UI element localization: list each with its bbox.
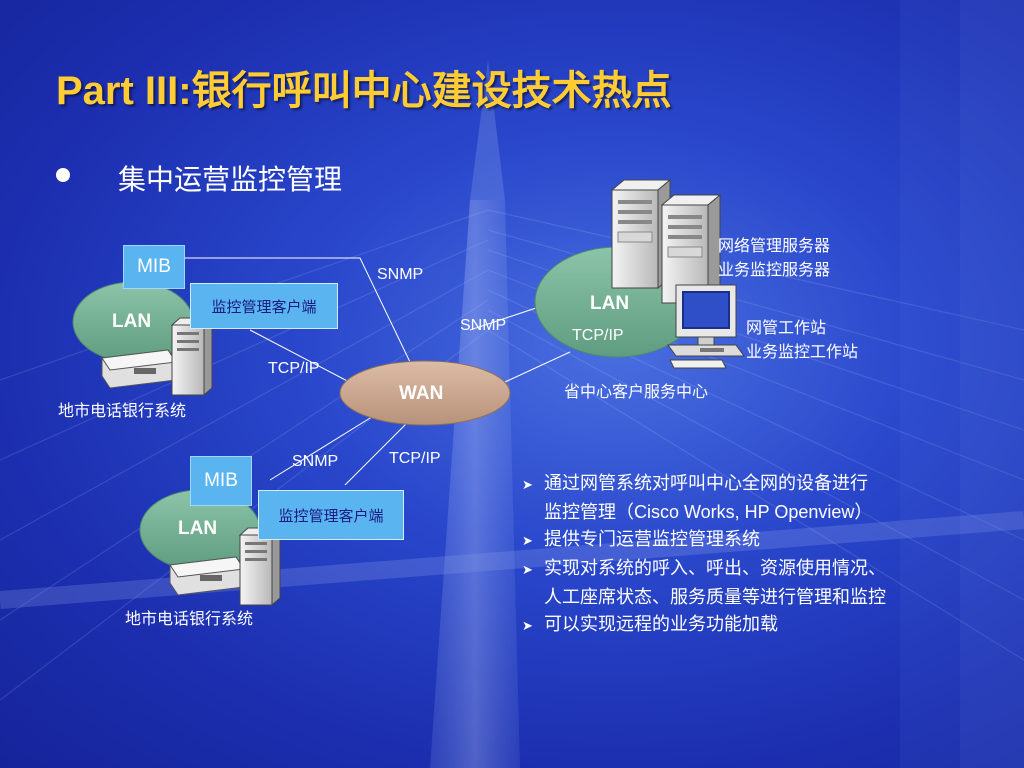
workstation-label-business: 业务监控工作站 [746, 342, 859, 361]
wan-label: WAN [399, 383, 444, 404]
link-label-tcpip-bottom: TCP/IP [389, 450, 441, 467]
bullet-icon [56, 168, 70, 182]
workstation-icon [667, 284, 745, 369]
server-label-network: 网络管理服务器 [718, 236, 831, 255]
feature-text: 可以实现远程的业务功能加载 [544, 614, 778, 635]
feature-text-part: 监控管理（ [544, 502, 634, 523]
link-top-mib-wan [185, 257, 411, 363]
link-label-snmp-bottom: SNMP [292, 453, 339, 470]
bullet-heading: 集中运营监控管理 [118, 163, 343, 196]
feature-item: ➤ 通过网管系统对呼叫中心全网的设备进行 [522, 470, 1002, 499]
mib-box-top: MIB [123, 245, 185, 289]
arrow-bullet-icon: ➤ [522, 478, 533, 493]
link-label-snmp-top: SNMP [377, 266, 424, 283]
network-links [185, 257, 571, 486]
arrow-bullet-icon: ➤ [522, 563, 533, 578]
center-caption: 省中心客户服务中心 [564, 382, 709, 401]
slide-title: Part III:银行呼叫中心建设技术热点 [56, 69, 672, 113]
arrow-bullet-icon: ➤ [522, 619, 533, 634]
feature-text-continued: 监控管理（Cisco Works, HP Openview） [522, 499, 1002, 526]
workstation-label-network: 网管工作站 [746, 318, 827, 337]
feature-list: ➤ 通过网管系统对呼叫中心全网的设备进行 监控管理（Cisco Works, H… [522, 470, 1002, 640]
arrow-bullet-icon: ➤ [522, 534, 533, 549]
feature-item: ➤ 可以实现远程的业务功能加载 [522, 611, 1002, 640]
feature-text: 通过网管系统对呼叫中心全网的设备进行 [544, 473, 868, 494]
link-bottom-mib-wan [344, 419, 411, 486]
server-icon-top [101, 316, 214, 397]
wan-ellipse [339, 360, 511, 426]
feature-text-part: ） [854, 502, 873, 523]
center-protocol-label: TCP/IP [572, 327, 624, 344]
feature-item: ➤ 提供专门运营监控管理系统 [522, 526, 1002, 555]
site-caption-bottom: 地市电话银行系统 [125, 609, 254, 628]
feature-text: 实现对系统的呼入、呼出、资源使用情况、 [544, 558, 886, 579]
lan-label-center: LAN [590, 293, 630, 314]
lan-label-bottom: LAN [178, 518, 218, 539]
link-label-tcpip-top: TCP/IP [268, 360, 320, 377]
link-label-snmp-center: SNMP [460, 317, 507, 334]
link-bottom-lan-wan [269, 414, 376, 481]
feature-text: 提供专门运营监控管理系统 [544, 529, 760, 550]
link-top-lan-wan [249, 329, 356, 386]
mib-box-bottom: MIB [190, 456, 252, 506]
server-label-business: 业务监控服务器 [718, 260, 831, 279]
feature-text-continued: 人工座席状态、服务质量等进行管理和监控 [544, 587, 886, 608]
server-icon-bottom [169, 526, 282, 607]
feature-text-products: Cisco Works, HP Openview [634, 502, 855, 522]
server-tower-icons [610, 178, 722, 305]
client-box-top: 监控管理客户端 [190, 283, 338, 329]
link-wan-center [504, 351, 571, 383]
site-caption-top: 地市电话银行系统 [58, 401, 187, 420]
feature-item: ➤ 实现对系统的呼入、呼出、资源使用情况、 [522, 555, 1002, 584]
client-box-bottom: 监控管理客户端 [258, 490, 404, 540]
lan-label-top: LAN [112, 311, 152, 332]
